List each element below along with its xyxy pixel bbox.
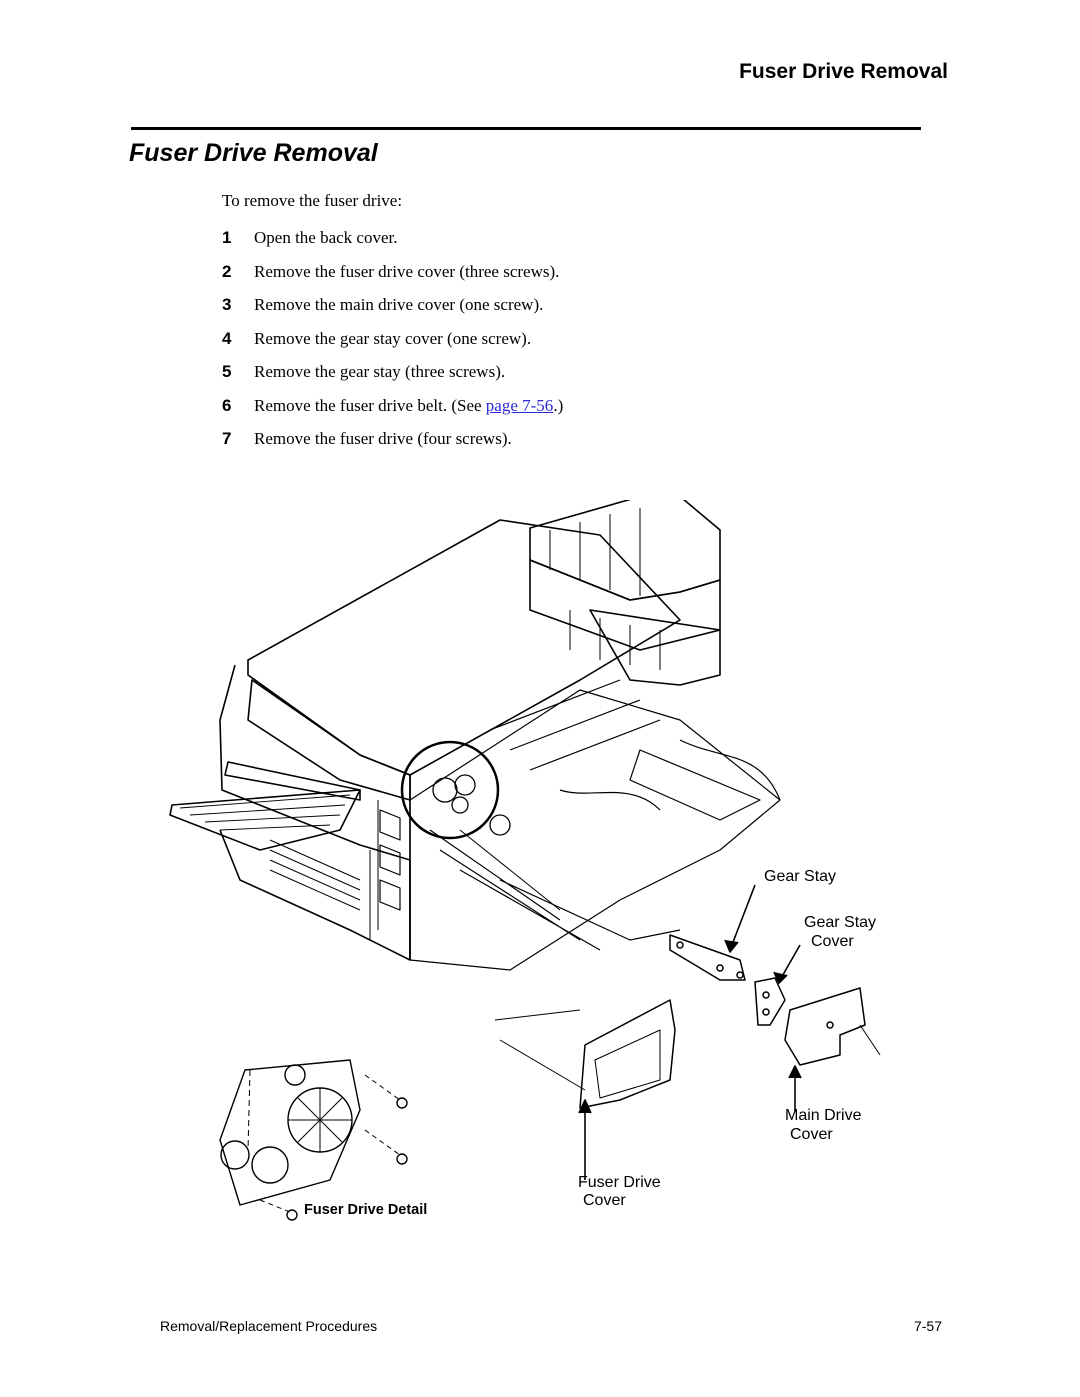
step-text: Remove the main drive cover (one screw). [254,295,544,314]
fuser-drive-detail-label: Fuser Drive Detail [304,1202,428,1218]
step-item: 7 Remove the fuser drive (four screws). [222,429,563,463]
gear-cluster [432,774,511,836]
step-text: Remove the fuser drive (four screws). [254,429,512,448]
main-drive-cover-part [784,987,881,1066]
fuser-drive-callout-circle [400,740,500,840]
header-rule [131,127,921,130]
printer-exploded-illustration [169,500,881,1221]
callout-main-drive-cover-line2: Cover [790,1126,833,1143]
page-reference-link[interactable]: page 7-56 [485,395,554,415]
step-number: 6 [222,395,232,415]
section-title: Fuser Drive Removal [129,139,378,167]
detail-leader-line [459,829,561,911]
step-number: 7 [222,429,232,448]
callout-gear-stay-cover-line2: Cover [811,933,854,950]
footer-chapter: Removal/Replacement Procedures [160,1318,378,1334]
step-number: 1 [222,228,232,247]
step-text: Remove the gear stay cover (one screw). [254,328,532,348]
step-item: 1 Open the back cover. [222,228,563,262]
callout-fuser-drive-cover-line1: Fuser Drive [578,1174,661,1191]
intro-text: To remove the fuser drive: [222,191,403,210]
step-text: Remove the fuser drive cover (three scre… [254,261,560,281]
printer-body [219,519,681,961]
step-item: 4 Remove the gear stay cover (one screw). [222,329,563,363]
step-text: Remove the fuser drive belt. (See page 7… [254,396,563,416]
step-number: 2 [222,261,232,281]
step-text: Open the back cover. [254,228,398,247]
step-number: 3 [222,295,232,314]
callout-arrows [578,884,802,1180]
fuser-drive-cover-part [494,999,676,1109]
footer-page-number: 7-57 [913,1318,942,1334]
paper-tray-stack [529,500,721,686]
gear-stay-part [669,934,746,981]
step-text: Remove the gear stay (three screws). [254,362,506,381]
callout-fuser-drive-cover-line2: Cover [583,1192,626,1209]
callout-main-drive-cover-line1: Main Drive [785,1107,862,1124]
step-text-after-link: .) [553,395,564,415]
gear-stay-cover-part [754,977,786,1026]
step-item: 5 Remove the gear stay (three screws). [222,362,563,396]
fuser-drive-detail [219,1059,408,1221]
step-text-before-link: Remove the fuser drive belt. (See [254,395,486,415]
step-number: 4 [222,328,232,348]
callout-gear-stay: Gear Stay [764,868,837,885]
step-item: 2 Remove the fuser drive cover (three scr… [222,262,563,296]
step-number: 5 [222,362,232,381]
step-item: 3 Remove the main drive cover (one screw)… [222,295,563,329]
output-tray [169,761,361,851]
running-header: Fuser Drive Removal [739,60,948,83]
internal-mechanism [409,679,781,971]
callout-gear-stay-cover-line1: Gear Stay [804,914,877,931]
step-item: 6 Remove the fuser drive belt. (See page … [222,396,563,430]
